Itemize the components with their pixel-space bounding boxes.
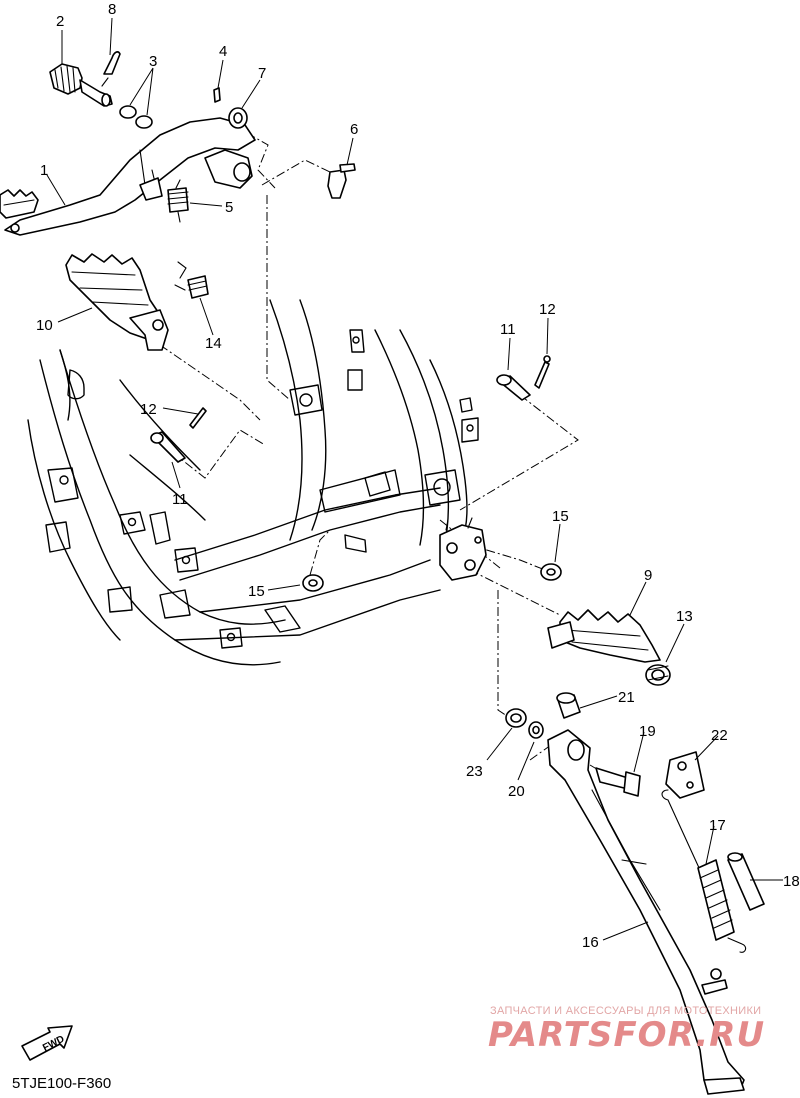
diagram-code: 5TJE100-F360 xyxy=(12,1075,111,1092)
pivot-shaft xyxy=(49,63,113,107)
callout-18: 18 xyxy=(783,873,800,890)
footrest-spring-left xyxy=(174,261,209,299)
watermark-tagline: ЗАПЧАСТИ И АКСЕССУАРЫ ДЛЯ МОТОТЕХНИКИ xyxy=(490,1005,761,1017)
brake-pedal xyxy=(0,117,256,236)
callout-8: 8 xyxy=(108,1,116,18)
callout-21: 21 xyxy=(618,689,635,706)
callout-5: 5 xyxy=(225,199,233,216)
sidestand xyxy=(547,729,745,1095)
callout-17: 17 xyxy=(709,817,726,834)
plate-22 xyxy=(665,751,705,799)
washer xyxy=(228,107,248,129)
nut-15-left xyxy=(302,574,324,592)
callout-14: 14 xyxy=(205,335,222,352)
assembly-lines xyxy=(159,132,616,781)
callout-12-left: 12 xyxy=(140,401,157,418)
callout-9: 9 xyxy=(644,567,652,584)
small-pin xyxy=(213,87,221,103)
callout-12-right: 12 xyxy=(539,301,556,318)
tube-18 xyxy=(727,852,765,911)
callout-15-right: 15 xyxy=(552,508,569,525)
nut-15-right xyxy=(540,563,562,581)
bolt-19 xyxy=(595,767,641,797)
callout-labels: 1 2 3 4 5 6 7 8 9 10 11 11 12 12 13 14 1… xyxy=(36,1,800,951)
pivot-pin-left xyxy=(150,431,186,463)
washer-20 xyxy=(528,721,544,739)
leader-lines xyxy=(46,17,783,941)
callout-11-left: 11 xyxy=(172,491,188,508)
callout-1: 1 xyxy=(40,162,48,179)
callout-10: 10 xyxy=(36,317,53,334)
callout-20: 20 xyxy=(508,783,525,800)
callout-3: 3 xyxy=(149,53,157,70)
o-ring xyxy=(119,105,153,129)
callout-6: 6 xyxy=(350,121,358,138)
collar-21 xyxy=(556,692,581,719)
callout-16: 16 xyxy=(582,934,599,951)
callout-4: 4 xyxy=(219,43,227,60)
clip-left xyxy=(189,407,207,429)
watermark: ЗАПЧАСТИ И АКСЕССУАРЫ ДЛЯ МОТОТЕХНИКИ PA… xyxy=(488,1005,765,1055)
clip-right xyxy=(534,355,551,389)
cotter-pin xyxy=(101,51,121,87)
callout-13: 13 xyxy=(676,608,693,625)
pivot-pin-right xyxy=(496,374,531,401)
callout-11-right: 11 xyxy=(500,321,516,338)
footrest-right xyxy=(547,609,661,663)
footrest-spring-right xyxy=(645,664,671,686)
motorcycle-frame xyxy=(27,299,479,666)
fwd-arrow-icon: FWD xyxy=(21,1025,73,1061)
nut-23 xyxy=(505,708,527,728)
watermark-brand: PARTSFOR.RU xyxy=(488,1015,765,1055)
callout-23: 23 xyxy=(466,763,483,780)
stand-bracket xyxy=(439,517,487,581)
callout-22: 22 xyxy=(711,727,728,744)
footrest-left xyxy=(65,253,169,351)
callout-15-left: 15 xyxy=(248,583,265,600)
callout-7: 7 xyxy=(258,65,266,82)
callout-19: 19 xyxy=(639,723,656,740)
spring-17 xyxy=(661,789,747,953)
return-spring xyxy=(167,179,189,223)
callout-2: 2 xyxy=(56,13,64,30)
bolt xyxy=(327,163,356,199)
